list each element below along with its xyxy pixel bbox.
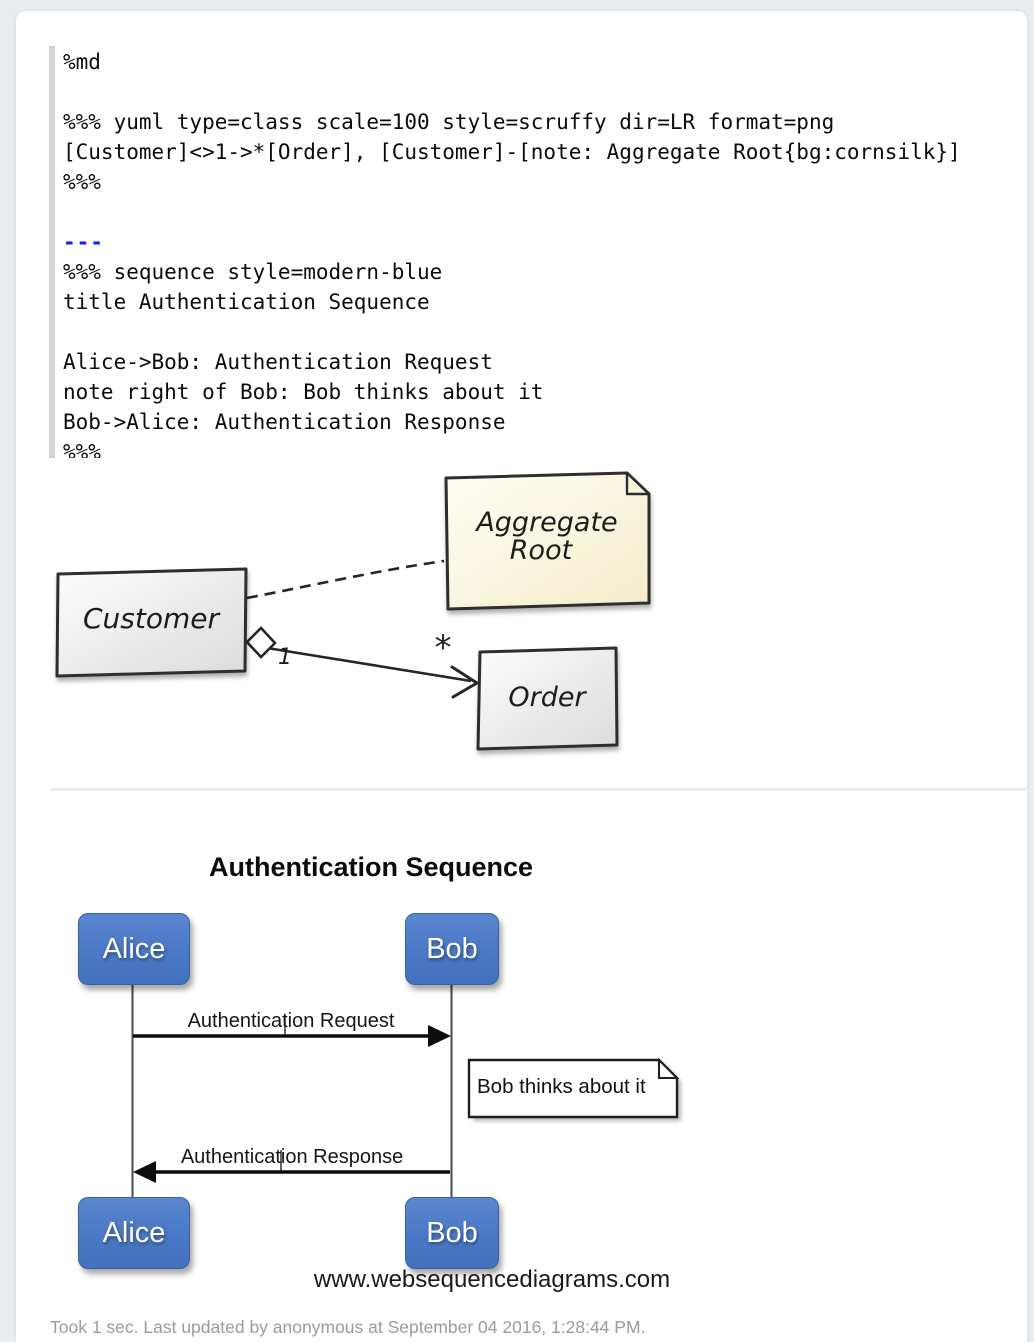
multiplicity-one-label: 1	[278, 645, 292, 670]
code-line	[63, 197, 961, 227]
code-line: Bob->Alice: Authentication Response	[63, 410, 506, 434]
actor-alice-bottom: Alice	[78, 1197, 190, 1269]
code-line: [Customer]<>1->*[Order], [Customer]-[not…	[63, 140, 961, 164]
code-line: %%% yuml type=class scale=100 style=scru…	[63, 110, 835, 134]
order-class-box	[476, 646, 619, 751]
class-diagram-image: Customer Aggregate Root Order 1 *	[55, 471, 651, 751]
dashed-association-line	[246, 559, 445, 600]
aggregate-root-label-line1: Aggregate	[474, 507, 617, 538]
code-line: %%%	[63, 440, 101, 458]
customer-class-label: Customer	[83, 602, 220, 635]
code-line: Alice->Bob: Authentication Request	[63, 350, 493, 374]
message-request-label: Authentication Request	[187, 1010, 395, 1032]
multiplicity-many-label: *	[435, 628, 452, 668]
note-dogear	[625, 471, 651, 496]
cell-status-text: Took 1 sec. Last updated by anonymous at…	[50, 1317, 646, 1337]
aggregate-root-note	[444, 471, 651, 611]
order-class-label: Order	[508, 682, 587, 713]
response-arrowhead	[133, 1161, 156, 1183]
code-line-markdown-hr: ---	[63, 230, 104, 254]
aggregate-root-label-line2: Root	[510, 535, 574, 566]
actor-bob-bottom: Bob	[405, 1197, 499, 1269]
code-line: %%%	[63, 170, 101, 194]
arrowhead-open	[450, 665, 479, 699]
customer-class-box	[55, 567, 248, 678]
code-line	[63, 317, 961, 347]
code-line: title Authentication Sequence	[63, 290, 430, 314]
note-dogear	[658, 1057, 680, 1079]
request-arrowhead	[428, 1025, 451, 1047]
code-line: %md	[63, 50, 101, 74]
code-gutter	[49, 46, 55, 458]
aggregation-diamond	[245, 626, 277, 659]
bob-note-box	[467, 1058, 679, 1119]
cell-output-divider	[50, 788, 1028, 791]
message-response-label: Authentication Response	[180, 1146, 404, 1168]
code-line: %%% sequence style=modern-blue	[63, 260, 443, 284]
code-line: note right of Bob: Bob thinks about it	[63, 380, 544, 404]
actor-bob-top: Bob	[405, 913, 499, 985]
sequence-title: Authentication Sequence	[208, 852, 534, 882]
websequencediagrams-watermark: www.websequencediagrams.com	[313, 1266, 671, 1293]
aggregation-line	[266, 646, 472, 683]
code-text: %md %%% yuml type=class scale=100 style=…	[63, 47, 961, 458]
sequence-diagram-image	[131, 983, 681, 1198]
actor-alice-top: Alice	[78, 913, 190, 985]
notebook-cell: %md %%% yuml type=class scale=100 style=…	[16, 11, 1028, 1342]
bob-note-text: Bob thinks about it	[477, 1075, 646, 1098]
code-line	[63, 77, 961, 107]
code-editor[interactable]: %md %%% yuml type=class scale=100 style=…	[49, 46, 999, 458]
